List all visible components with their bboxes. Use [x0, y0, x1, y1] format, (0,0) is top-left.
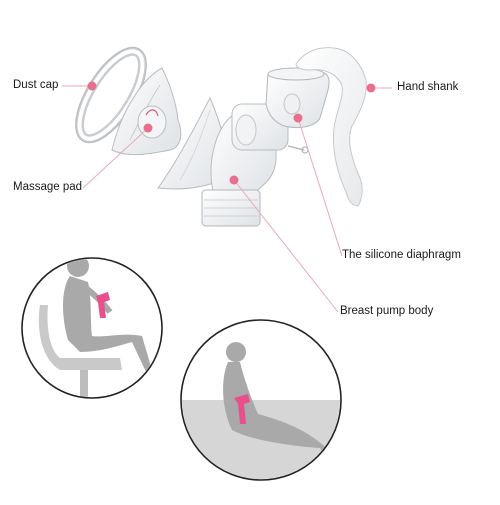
- pump-body-marker: [229, 175, 239, 185]
- hand-shank-label: Hand shank: [397, 81, 459, 93]
- dust-cap-marker: [87, 81, 97, 91]
- massage-pad-marker: [143, 123, 153, 133]
- usage-illustration-reclined: [180, 319, 342, 481]
- silicone-diaphragm-part: [265, 67, 330, 129]
- label-markers: [87, 81, 376, 185]
- usage-illustration-seated: [21, 257, 163, 399]
- dust-cap-label: Dust cap: [13, 79, 59, 91]
- hand-shank-part: [295, 47, 367, 207]
- leader-lines: [62, 85, 392, 313]
- pump-body-label: Breast pump body: [340, 305, 434, 317]
- hand-shank-marker: [366, 83, 376, 93]
- leader-pump-body: [233, 179, 339, 313]
- massage-pad-label: Massage pad: [13, 181, 83, 193]
- diaphragm-marker: [293, 113, 303, 123]
- leader-massage-pad: [82, 127, 149, 189]
- leader-diaphragm: [297, 117, 343, 257]
- silicone-diaphragm-label: The silicone diaphragm: [342, 249, 461, 261]
